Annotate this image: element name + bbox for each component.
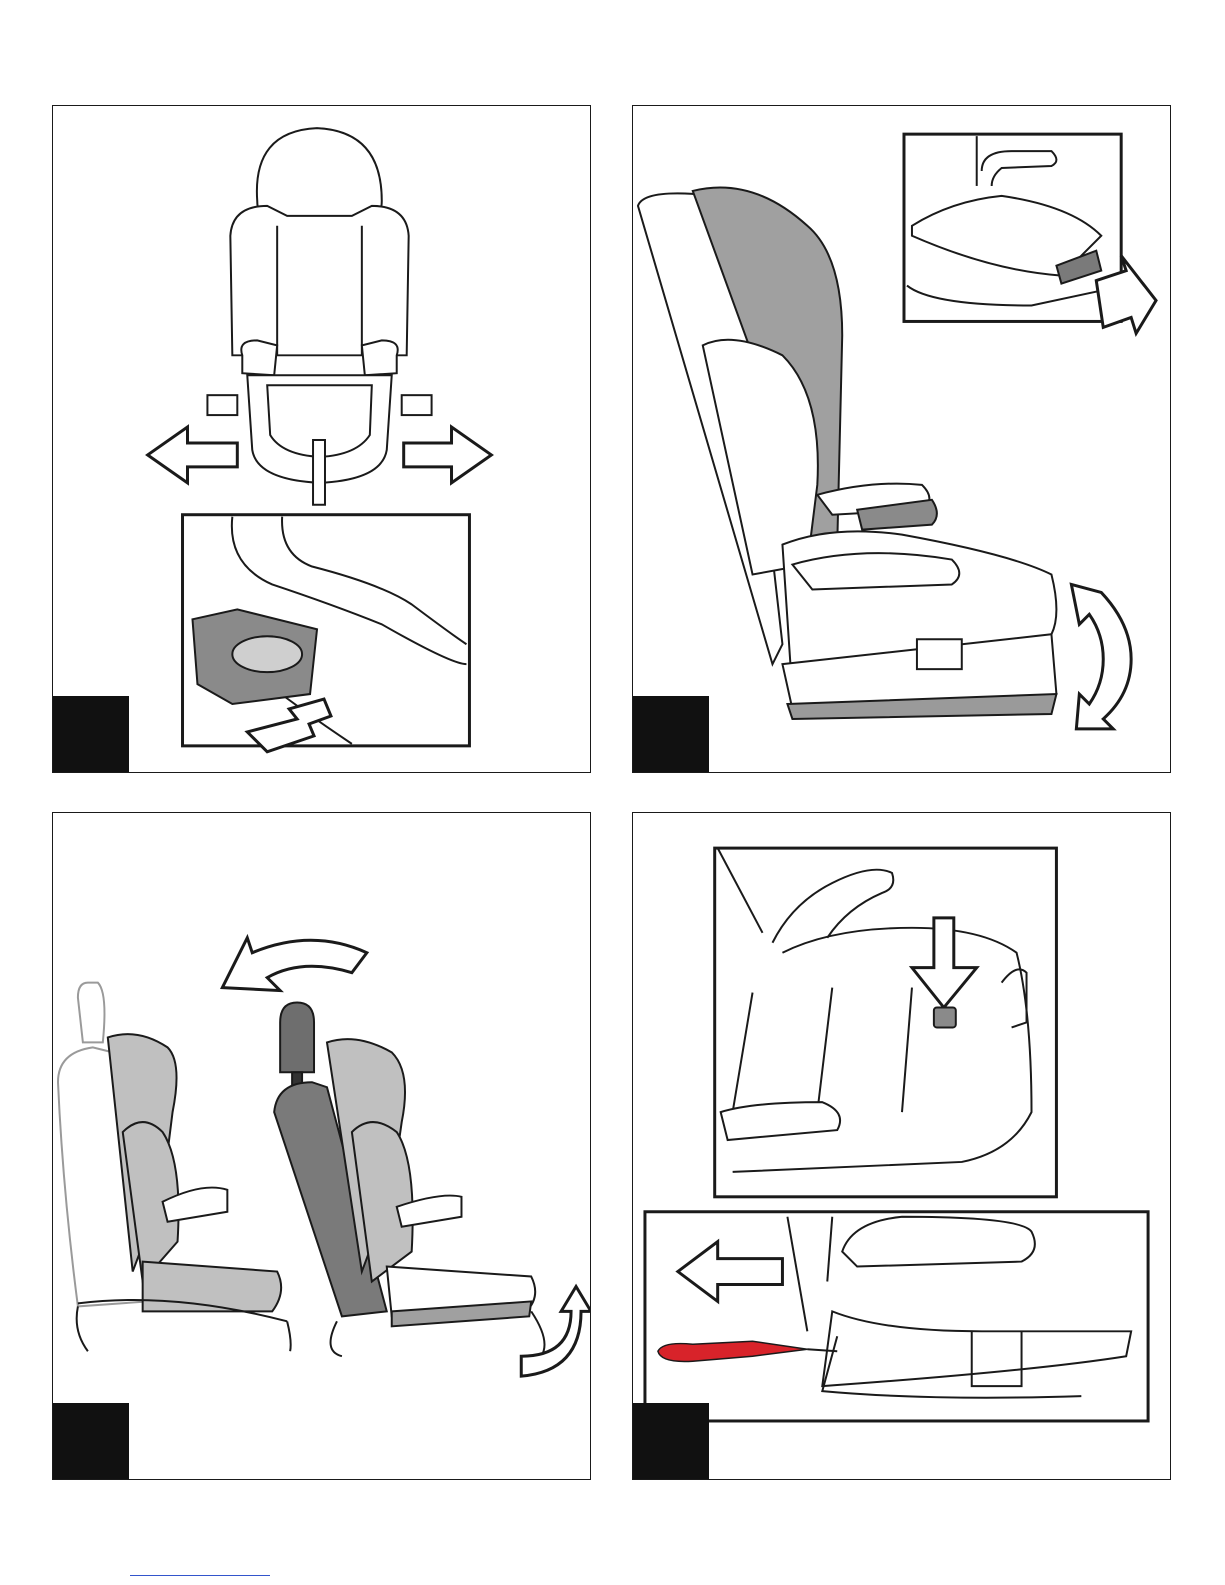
step-badge-4 xyxy=(633,1403,709,1479)
instruction-panel-4 xyxy=(632,812,1171,1480)
instruction-panel-2 xyxy=(632,105,1171,773)
instruction-panel-1 xyxy=(52,105,591,773)
curved-arrow-icon xyxy=(222,938,366,991)
footer-link[interactable] xyxy=(130,1575,270,1576)
illustration-side-view xyxy=(633,106,1170,772)
step-badge-2 xyxy=(633,696,709,772)
arrow-left-icon xyxy=(148,427,238,483)
instruction-panel-3 xyxy=(52,812,591,1480)
illustration-vehicle-seat xyxy=(53,813,590,1479)
illustration-front-view xyxy=(53,106,590,772)
arrow-right-icon xyxy=(404,427,492,483)
step-badge-1 xyxy=(53,696,129,772)
illustration-latch-release xyxy=(633,813,1170,1479)
rotate-double-arrow-icon xyxy=(1071,584,1131,728)
release-button-icon xyxy=(934,1008,956,1028)
step-badge-3 xyxy=(53,1403,129,1479)
